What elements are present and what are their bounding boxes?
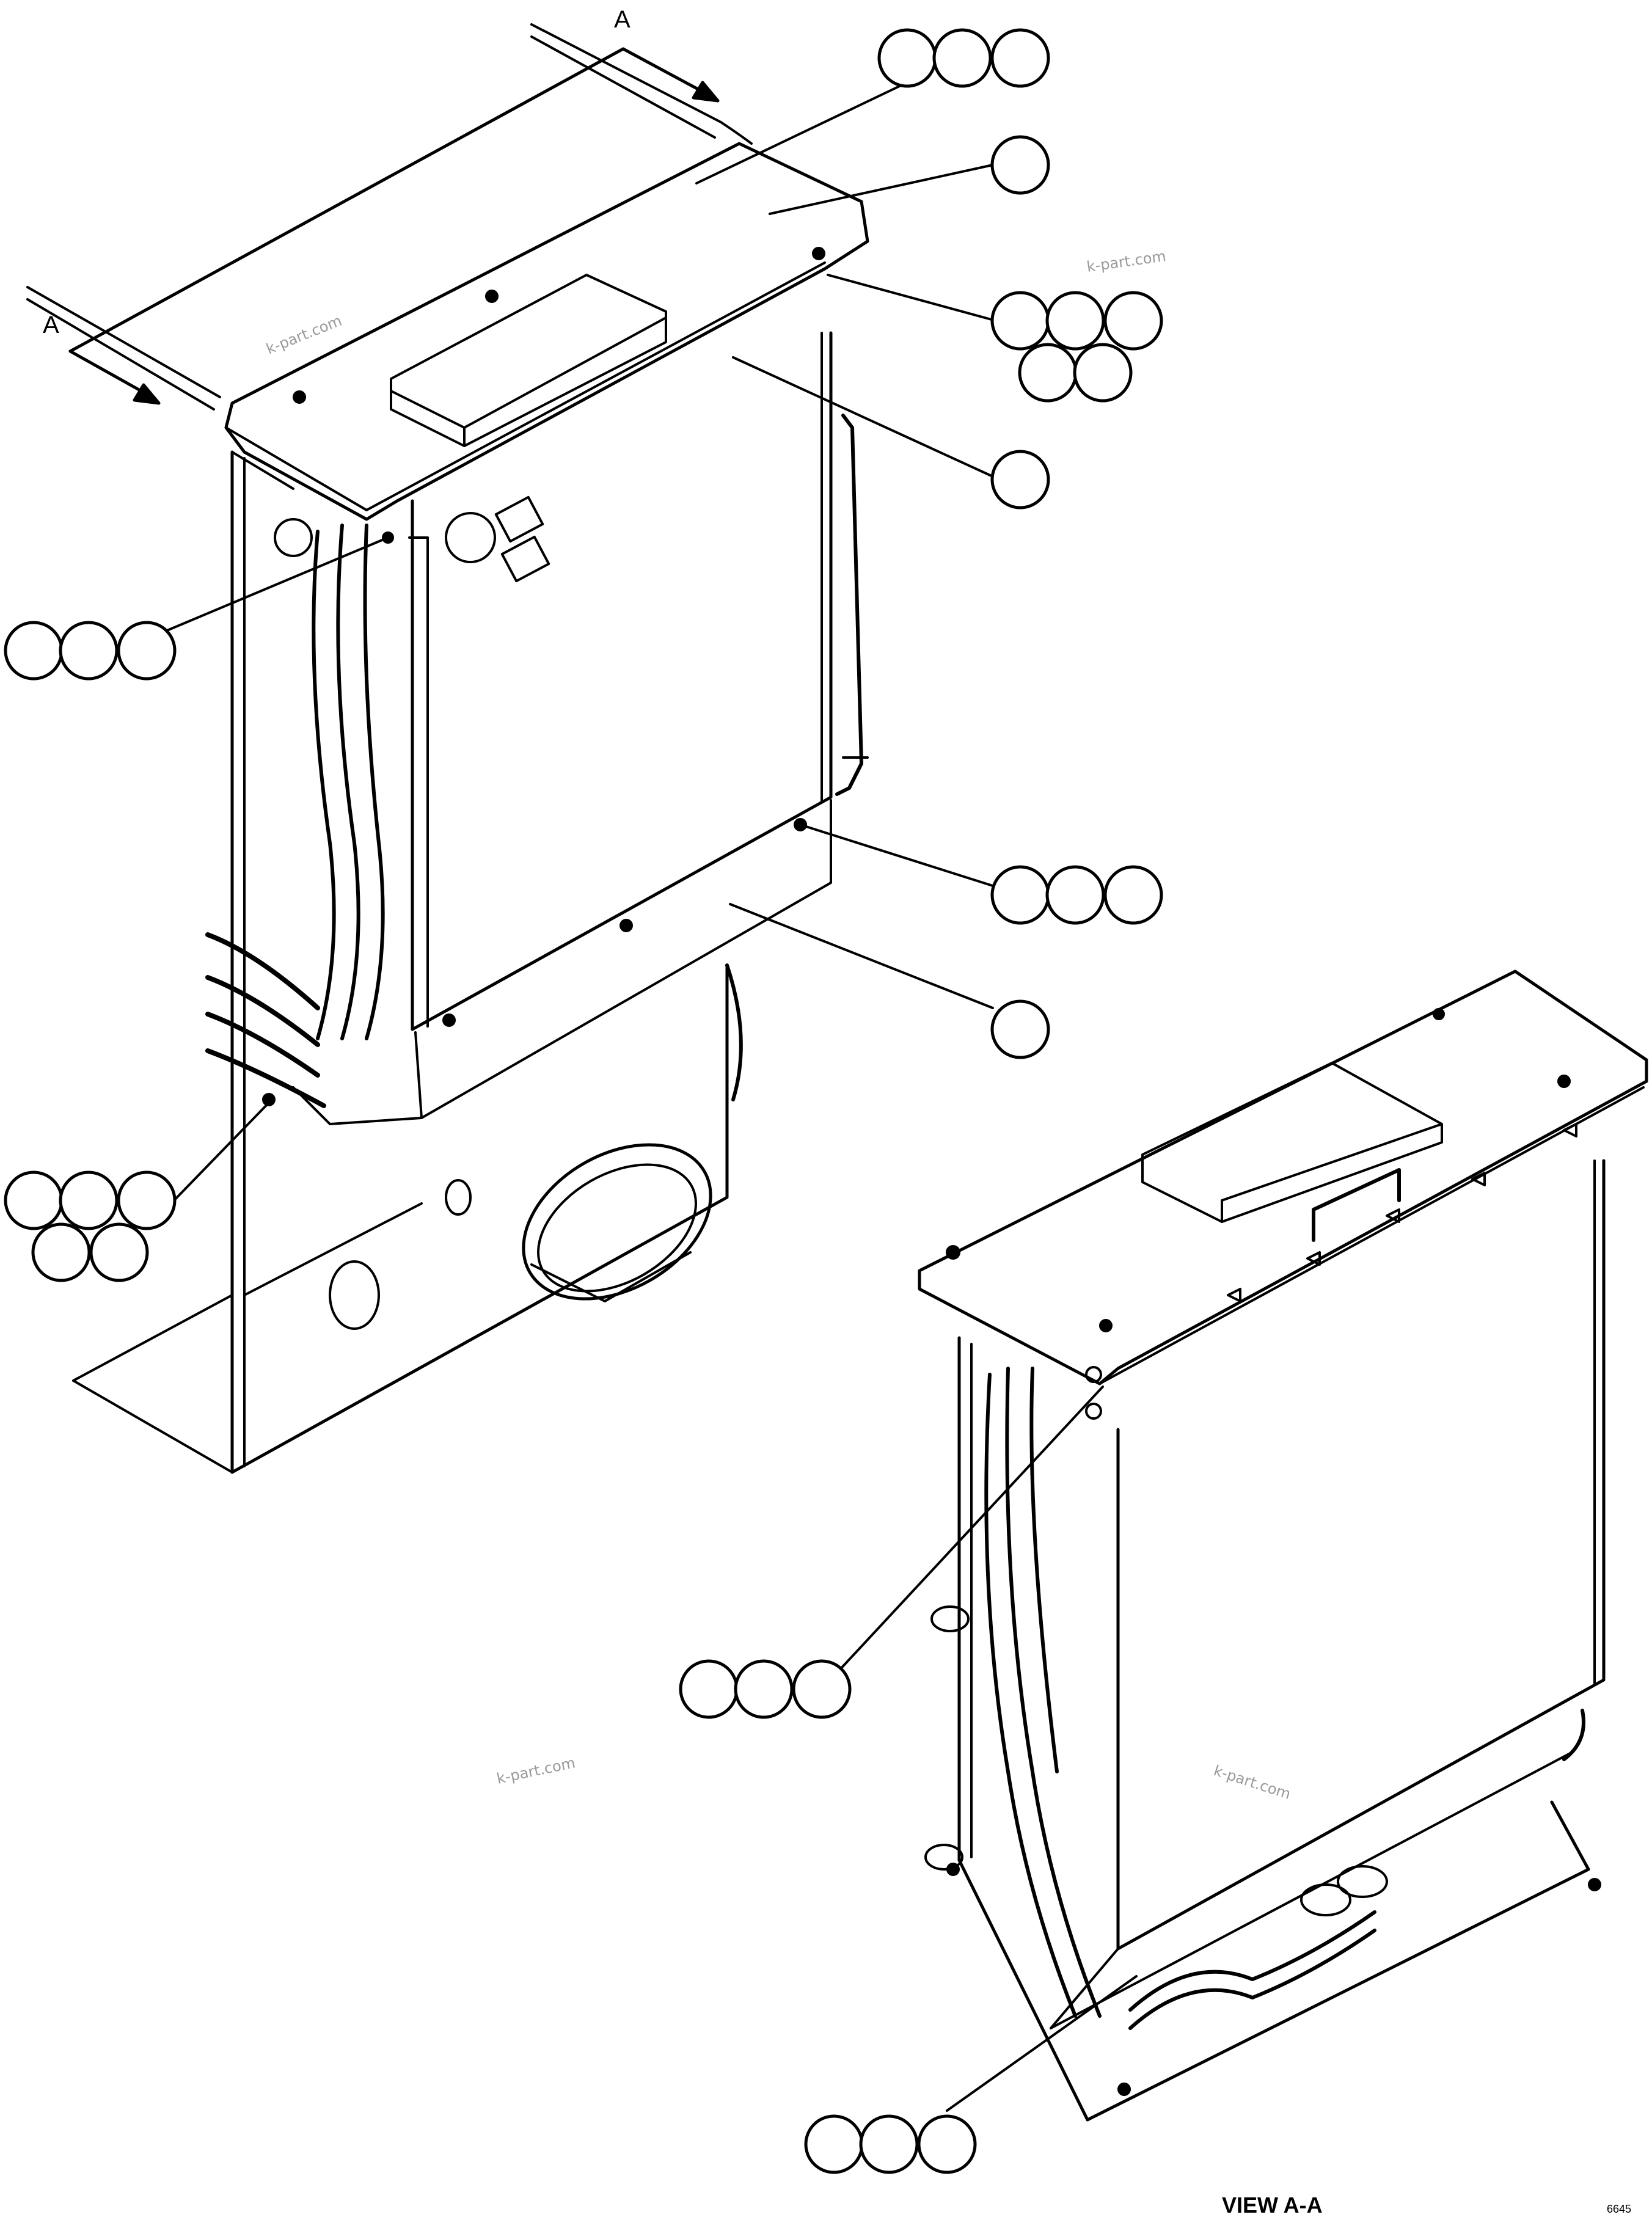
radiator-core [411,331,833,1031]
callout-balloon-group [990,450,1050,509]
watermark: k-part.com [1086,247,1167,276]
duct-ring [522,1143,712,1301]
callout-balloon-group [4,621,177,681]
callout-balloon-group [877,28,1050,88]
callout-balloon-group [4,1170,177,1282]
watermark: k-part.com [1212,1762,1293,1803]
view-caption: VIEW A-A [1222,2193,1323,2218]
section-arrows [68,47,720,405]
top-cover-plate [224,142,869,521]
section-view-a-a [918,969,1648,2122]
callout-balloon-group [804,2114,977,2174]
callout-balloon-group [990,135,1050,195]
section-mark-top: A [614,6,630,33]
main-radiator-view [26,23,869,1474]
drawing-code: 6645 [1607,2203,1631,2215]
watermark: k-part.com [495,1754,577,1787]
callout-balloon-group [990,291,1163,403]
view-core [1116,1159,1606,1951]
callout-balloon-group [990,865,1163,925]
callout-balloon-group [679,1659,852,1719]
callout-balloon-group [990,999,1050,1059]
callout-balloons [4,28,1163,2174]
section-mark-left: A [43,312,59,338]
leader-lines [118,81,1138,2112]
